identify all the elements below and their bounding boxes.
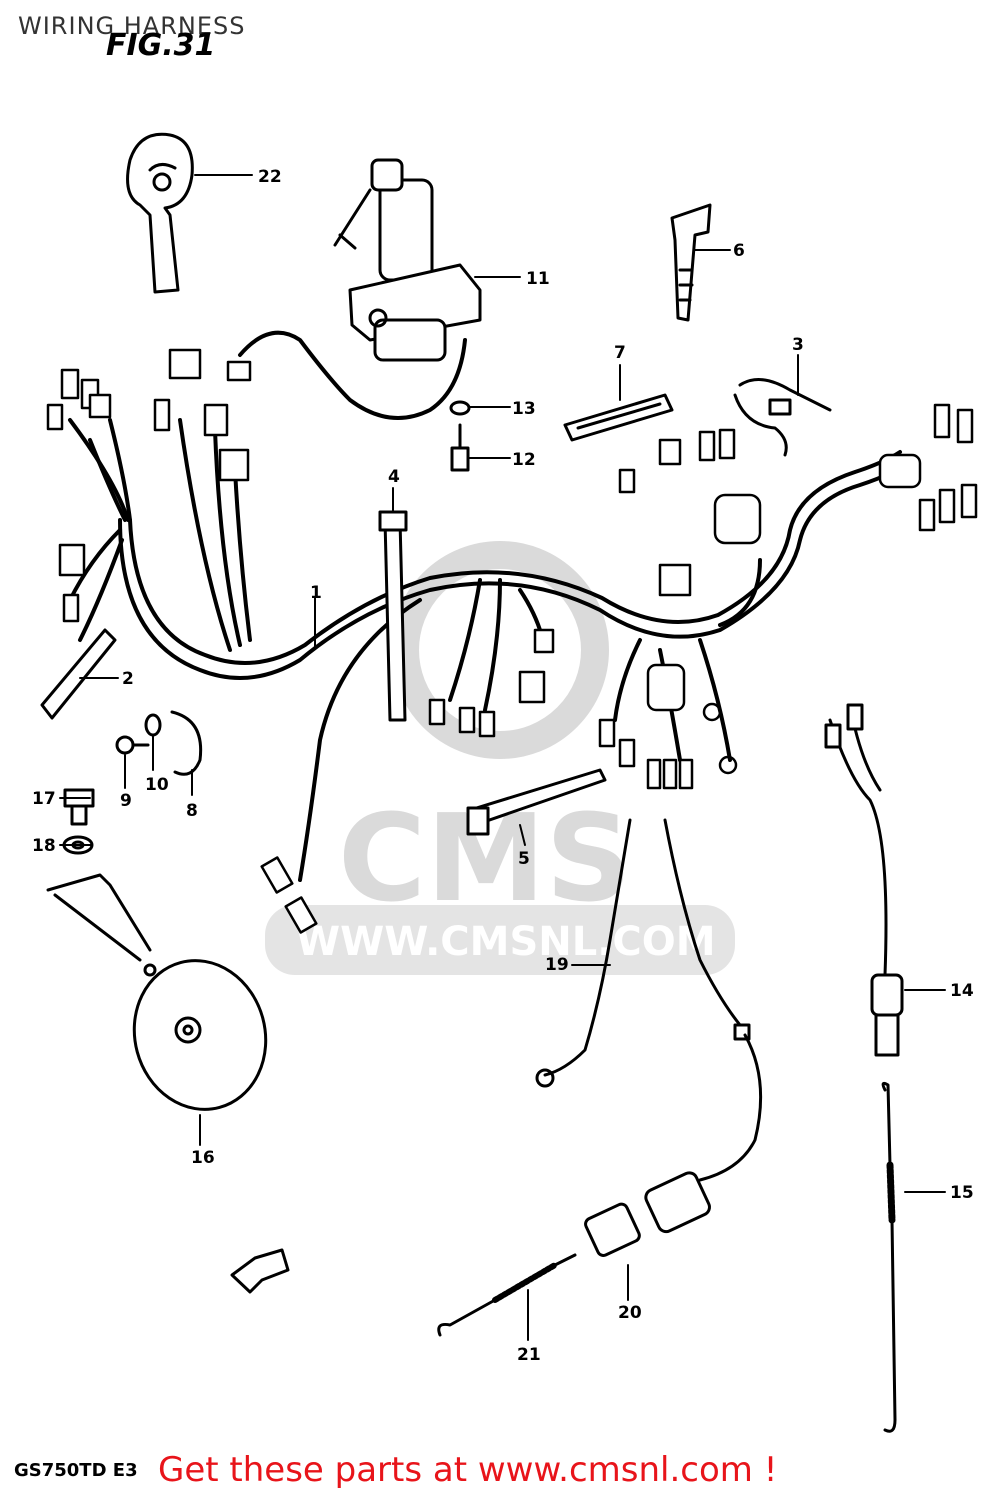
- part-4-clamp-band: [378, 510, 408, 722]
- callout-numbers: 22 11 6 7 3 13 12 4 1 2 9 10 8 17 18 5 1…: [32, 167, 974, 1365]
- page-title: WIRING HARNESS: [18, 12, 246, 40]
- part-19-lead-wire: [535, 818, 751, 1088]
- part-9-screw: [115, 735, 150, 755]
- callout-leaders: [59, 174, 946, 1341]
- callout-17: 17: [32, 789, 56, 809]
- callout-1: 1: [310, 583, 322, 603]
- part-13-washer: [449, 400, 471, 416]
- callout-6: 6: [733, 241, 745, 261]
- callout-3: 3: [792, 335, 804, 355]
- callout-21: 21: [517, 1345, 541, 1365]
- part-21-spring: [437, 1253, 577, 1337]
- callout-7: 7: [614, 343, 626, 363]
- callout-16: 16: [191, 1148, 215, 1168]
- callout-19: 19: [545, 955, 569, 975]
- part-20-front-brake-switch: [584, 1033, 763, 1257]
- part-7-clip-plate: [563, 393, 674, 442]
- callout-2: 2: [122, 669, 134, 689]
- callout-10: 10: [145, 775, 169, 795]
- part-2-connector-clip: [40, 628, 117, 720]
- part-5-cable-tie: [466, 768, 607, 836]
- callout-22: 22: [258, 167, 282, 187]
- model-label: GS750TD E3: [14, 1460, 138, 1481]
- callout-11: 11: [526, 269, 550, 289]
- callout-18: 18: [32, 836, 56, 856]
- callout-14: 14: [950, 981, 974, 1001]
- callout-9: 9: [120, 791, 132, 811]
- watermark-url-bar: [265, 905, 735, 975]
- callout-4: 4: [388, 467, 400, 487]
- callout-20: 20: [618, 1303, 642, 1323]
- callout-15: 15: [950, 1183, 974, 1203]
- part-12-bolt: [450, 423, 470, 472]
- callout-5: 5: [518, 849, 530, 869]
- fwd-arrow: [230, 1248, 290, 1294]
- part-14-rear-brake-switch: [824, 703, 904, 1057]
- watermark-url-text: WWW.CMSNL.COM: [296, 919, 716, 965]
- watermark-emblem: [391, 541, 609, 759]
- part-17-bolt: [63, 788, 95, 826]
- part-1-wiring-harness: [68, 330, 907, 882]
- part-22-key: [126, 132, 194, 294]
- part-8-clamp-ring: [170, 710, 203, 776]
- harness-connectors: [46, 348, 978, 934]
- footer-parts-link[interactable]: Get these parts at www.cmsnl.com !: [158, 1450, 778, 1490]
- callout-8: 8: [186, 801, 198, 821]
- callout-12: 12: [512, 450, 536, 470]
- part-6-clamp: [670, 203, 712, 322]
- figure-label: FIG.31: [106, 28, 216, 63]
- callout-13: 13: [512, 399, 536, 419]
- part-11-ignition-switch: [333, 158, 482, 362]
- part-10-washer: [144, 713, 162, 737]
- part-3-wire-lead: [733, 378, 832, 457]
- part-15-spring: [881, 1081, 897, 1433]
- part-16-horn: [46, 873, 268, 1111]
